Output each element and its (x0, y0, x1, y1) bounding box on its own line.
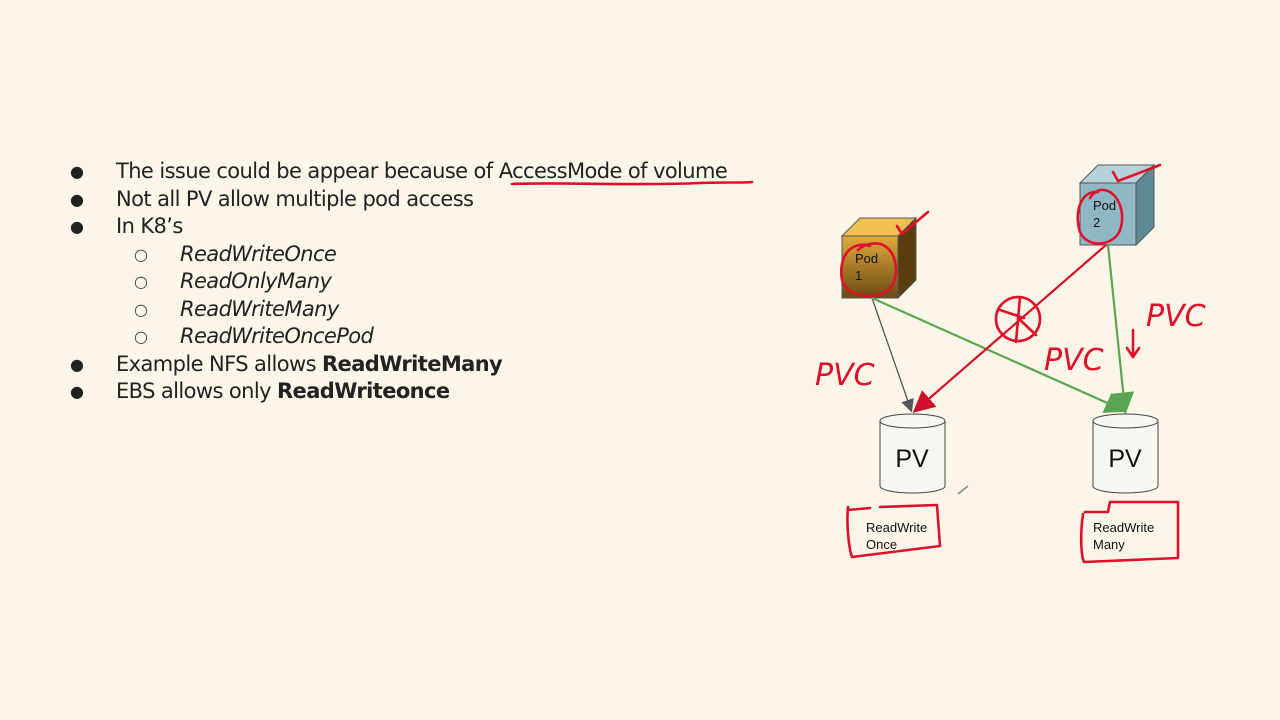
pod1-label: Pod (855, 251, 878, 266)
bullet-icon: ● (70, 189, 84, 209)
bold-text: ReadWriteMany (321, 351, 503, 376)
sub-bullet-text: ReadWriteOnce (180, 241, 337, 266)
bullet-text: The issue could be appear because of (116, 159, 499, 183)
pvc-annotation-left: PVC (815, 358, 875, 393)
pv1-mode: ReadWrite (866, 520, 927, 535)
pvc-annotation-right: PVC (1146, 299, 1206, 334)
sub-bullet-text: ReadOnlyMany (180, 269, 332, 293)
circle-bullet-icon: ○ (134, 244, 148, 264)
bullet-icon: ● (70, 217, 84, 236)
arrow-pod1-pv2 (871, 296, 1128, 413)
pv2-cylinder: PV (1092, 413, 1159, 494)
arrow-pod2-pv2 (1106, 244, 1135, 415)
pod2-number: 2 (1093, 215, 1100, 230)
bullet-text: In K8’s (116, 214, 183, 238)
circle-bullet-icon: ○ (134, 272, 148, 291)
ink-annotations: PVC PVC PVC (815, 163, 1206, 564)
bullet-text: EBS allows only (116, 379, 277, 403)
circle-bullet-icon: ○ (134, 327, 148, 346)
bullet-icon: ● (70, 382, 84, 401)
pv2-mode-line2: Many (1093, 537, 1125, 552)
pv2-mode: ReadWrite (1093, 520, 1154, 535)
sub-bullet-text: ReadWriteMany (180, 296, 339, 321)
pod1-number: 1 (855, 268, 862, 283)
sub-bullet-text: ReadWriteOncePod (180, 324, 374, 348)
arrow-pod2-pv1-denied (912, 244, 1107, 413)
bullet-text: Not all PV allow multiple pod access (116, 186, 474, 211)
pod2-label: Pod (1093, 198, 1116, 213)
underline-annotation (510, 180, 754, 186)
arrow-pod1-pv1 (871, 297, 914, 413)
pen-cursor-icon (957, 485, 969, 495)
bullet-text: Example NFS allows (116, 351, 322, 376)
circle-bullet-icon: ○ (134, 299, 148, 319)
bullet-icon: ● (70, 162, 84, 181)
pvc-annotation-middle: PVC (1044, 343, 1104, 378)
pv2-label: PV (1108, 445, 1142, 473)
pv1-cylinder: PV (879, 413, 946, 494)
bold-text: ReadWriteonce (276, 379, 450, 403)
underlined-text: AccessMode of volume (498, 159, 728, 183)
pv1-mode-line2: Once (866, 537, 897, 552)
pv1-label: PV (895, 445, 929, 473)
bullet-icon: ● (70, 354, 84, 374)
